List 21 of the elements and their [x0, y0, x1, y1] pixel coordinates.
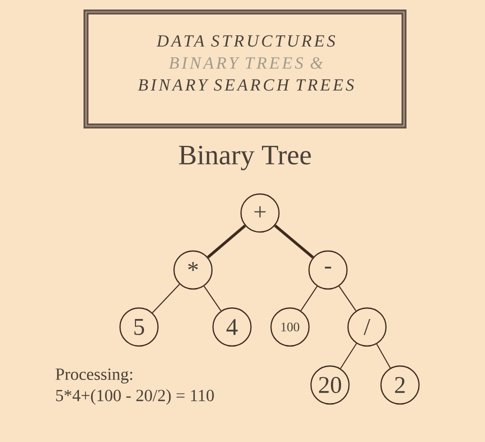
- tree-edge: [300, 286, 318, 312]
- title: Binary Tree: [179, 146, 311, 170]
- tree-node: -: [308, 250, 348, 290]
- tree-node: 100: [270, 307, 310, 347]
- tree-edge: [152, 284, 180, 314]
- tree-edge: [204, 286, 222, 312]
- processing-note: 5*4+(100 - 20/2) = 110: [56, 389, 214, 405]
- tree-node: 4: [212, 307, 252, 347]
- tree-edge: [207, 224, 246, 258]
- tree-node: *: [173, 250, 213, 290]
- tree-node: /: [347, 307, 387, 347]
- processing-note: Processing:: [56, 368, 132, 384]
- tree-node: 5: [119, 307, 159, 347]
- tree-edge: [274, 224, 314, 258]
- tree-edge: [340, 343, 357, 369]
- tree-node: 2: [380, 365, 420, 405]
- tree-node: 20: [310, 365, 350, 405]
- title-frame: DATA STRUCTURES BINARY TREES & BINARY SEARCH TREES: [84, 10, 406, 128]
- tree-edge: [376, 344, 391, 368]
- tree-node: +: [240, 193, 280, 233]
- tree-edge: [338, 286, 356, 312]
